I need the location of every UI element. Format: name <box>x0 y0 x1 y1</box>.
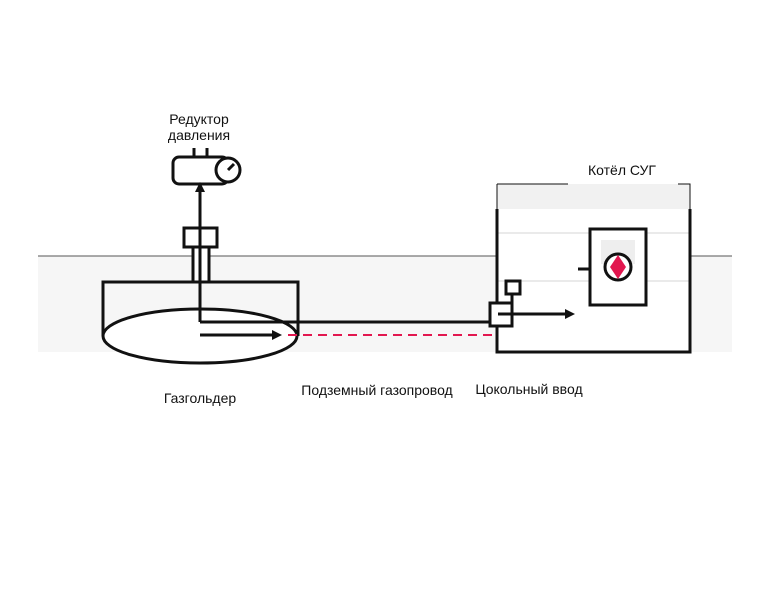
pipeline-label: Подземный газопровод <box>301 382 453 398</box>
inlet-arrow-icon <box>565 309 575 319</box>
roof-right-edge <box>678 183 691 209</box>
boiler-label: Котёл СУГ <box>587 162 657 178</box>
inlet-cap <box>504 279 522 296</box>
reducer-label: Редуктор давления <box>168 111 230 143</box>
reducer-label-line1: Редуктор <box>169 111 229 127</box>
gauge-needle <box>226 162 236 172</box>
tank-flow-arrow-icon <box>272 330 282 340</box>
basement-inlet <box>488 279 568 328</box>
flame-icon <box>610 255 626 279</box>
gasholder-label: Газгольдер <box>163 390 237 406</box>
boiler-house-walls <box>495 209 692 354</box>
pressure-reducer <box>171 148 242 186</box>
boiler-house-roof-band <box>497 184 690 209</box>
reducer-label-line2: давления <box>167 127 231 143</box>
boiler-unit <box>578 227 648 307</box>
riser-arrow-icon <box>195 182 205 192</box>
inlet-label: Цокольный ввод <box>475 381 583 397</box>
